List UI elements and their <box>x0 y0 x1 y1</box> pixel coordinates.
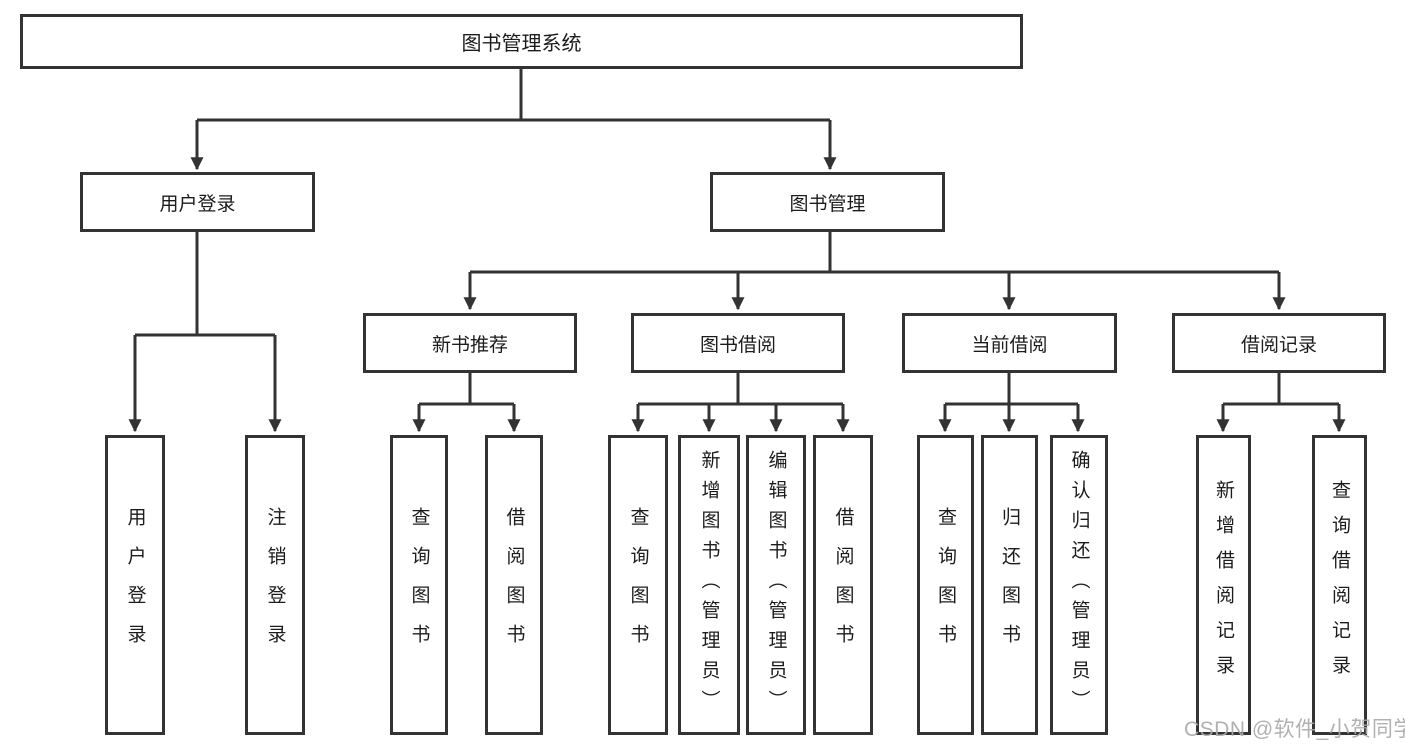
node-label: 注销登录 <box>264 507 286 663</box>
leaf-user-login: 用户登录 <box>105 435 165 735</box>
node-label: 新增图书（管理员） <box>698 450 720 720</box>
node-label: 查询借阅记录 <box>1329 480 1350 690</box>
node-label: 借阅图书 <box>832 507 854 663</box>
node-label: 图书借阅 <box>699 334 776 356</box>
leaf-confirm-return-admin: 确认归还（管理员） <box>1050 435 1108 735</box>
node-book-management: 图书管理 <box>710 172 945 232</box>
leaf-query-borrow-record: 查询借阅记录 <box>1312 435 1367 735</box>
node-user-login: 用户登录 <box>80 172 315 232</box>
node-label: 编辑图书（管理员） <box>765 450 787 720</box>
node-borrow-records: 借阅记录 <box>1172 313 1386 373</box>
leaf-add-book-admin: 新增图书（管理员） <box>678 435 740 735</box>
node-label: 图书管理 <box>789 193 866 215</box>
node-label: 确认归还（管理员） <box>1068 450 1090 720</box>
node-label: 用户登录 <box>124 507 146 663</box>
node-label: 新增借阅记录 <box>1213 480 1234 690</box>
node-library-management-system: 图书管理系统 <box>20 14 1023 69</box>
node-label: 查询图书 <box>408 507 430 663</box>
leaf-logout: 注销登录 <box>245 435 305 735</box>
leaf-query-books-borrow: 查询图书 <box>608 435 668 735</box>
leaf-query-books-recommend: 查询图书 <box>390 435 448 735</box>
node-label: 借阅图书 <box>503 507 525 663</box>
node-new-book-recommend: 新书推荐 <box>363 313 577 373</box>
leaf-query-books-current: 查询图书 <box>917 435 974 735</box>
leaf-add-borrow-record: 新增借阅记录 <box>1196 435 1251 735</box>
leaf-borrow-books-borrow: 借阅图书 <box>813 435 873 735</box>
node-label: 图书管理系统 <box>461 33 582 55</box>
node-book-borrow: 图书借阅 <box>631 313 845 373</box>
node-label: 用户登录 <box>159 193 236 215</box>
node-label: 当前借阅 <box>971 334 1048 356</box>
leaf-return-books: 归还图书 <box>981 435 1038 735</box>
node-current-borrow: 当前借阅 <box>902 313 1117 373</box>
node-label: 查询图书 <box>935 507 956 663</box>
node-label: 借阅记录 <box>1240 334 1317 356</box>
node-label: 新书推荐 <box>431 334 508 356</box>
node-label: 查询图书 <box>627 507 649 663</box>
node-label: 归还图书 <box>999 507 1020 663</box>
leaf-edit-book-admin: 编辑图书（管理员） <box>746 435 806 735</box>
leaf-borrow-books-recommend: 借阅图书 <box>485 435 543 735</box>
csdn-watermark: CSDN @软件_小贺同学 <box>1184 718 1405 741</box>
